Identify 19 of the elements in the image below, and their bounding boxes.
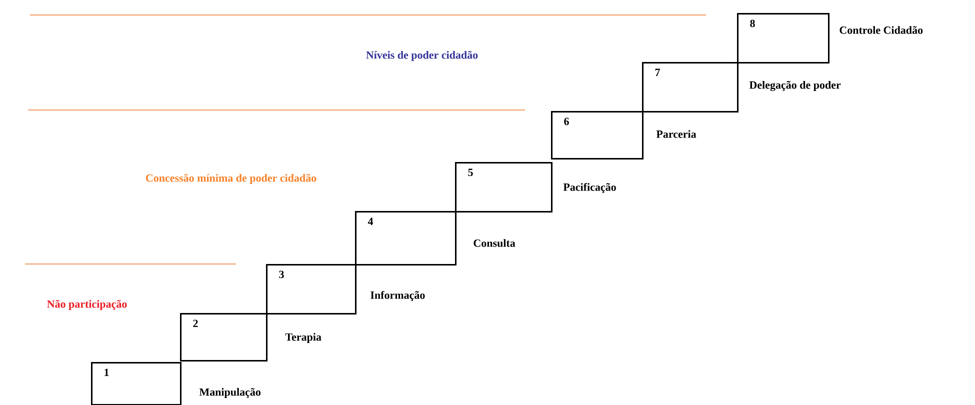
- step-label: Informação: [370, 291, 425, 301]
- step-label: Pacificação: [563, 183, 616, 193]
- step-box: 7: [642, 62, 738, 112]
- level-heading: Níveis de poder cidadão: [366, 51, 478, 61]
- step-label: Parceria: [656, 130, 696, 138]
- step-label: Manipulação: [199, 388, 261, 398]
- step-box: 4: [355, 211, 456, 266]
- step-box: 3: [266, 264, 356, 314]
- level-heading: Não participação: [47, 300, 127, 310]
- step-label: Controle Cidadão: [840, 26, 923, 34]
- step-box: 5: [455, 162, 552, 212]
- level-heading: Concessão mínima de poder cidadão: [146, 174, 316, 184]
- step-box: 2: [180, 313, 268, 362]
- step-box: 8: [737, 13, 830, 64]
- step-label: Delegação de poder: [749, 80, 841, 92]
- step-box: 6: [551, 111, 644, 160]
- step-box: 1: [91, 362, 182, 405]
- step-label: Consulta: [474, 239, 516, 247]
- step-label: Terapia: [285, 333, 322, 343]
